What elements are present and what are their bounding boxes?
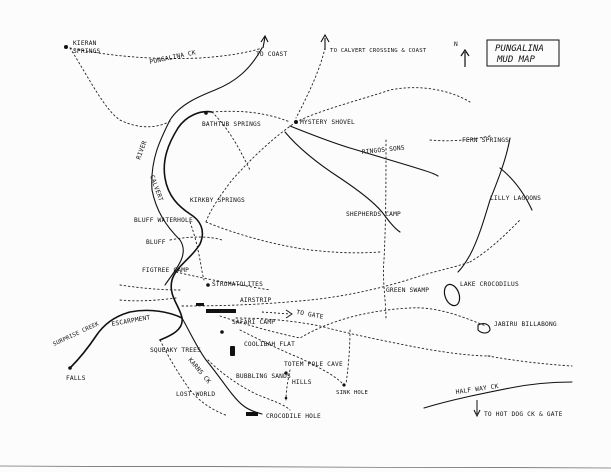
label-bubbling-sands: BUBBLING SANDS xyxy=(236,373,291,380)
place-markers xyxy=(64,45,346,400)
north-arrow-icon xyxy=(460,48,470,67)
label-squeaky-trees: SQUEAKY TREES xyxy=(150,347,201,354)
label-half-way-ck: HALF WAY CK xyxy=(455,383,499,396)
label-ringos-sons: RINGOS SONS xyxy=(361,145,405,156)
label-to-hot-dog: TO HOT DOG CK & GATE xyxy=(484,411,563,418)
label-lilly-lagoons: LILLY LAGOONS xyxy=(490,195,541,202)
label-sink-hole: SINK HOLE xyxy=(336,390,369,396)
lake-crocodilus-shape xyxy=(443,283,461,307)
river-south-branch xyxy=(181,317,263,415)
crocodile-hole-marker xyxy=(246,412,258,416)
label-mystery-shovel: MYSTERY SHOVEL xyxy=(300,119,355,126)
label-falls: FALLS xyxy=(66,375,86,382)
label-green-swamp: GREEN SWAMP xyxy=(386,287,429,294)
label-to-coast: TO COAST xyxy=(256,51,287,58)
label-kieran-springs-1: KIERAN xyxy=(73,40,97,47)
to-calvert-arrow-icon xyxy=(320,33,330,50)
to-hot-dog-arrow-icon xyxy=(473,400,481,418)
fern-springs-creek xyxy=(457,137,511,273)
label-bluff-waterhole: BLUFF WATERHOLE xyxy=(134,217,193,224)
label-jabiru-billabong: JABIRU BILLABONG xyxy=(494,321,557,328)
to-gate-arrow-icon xyxy=(261,309,293,319)
label-stromatolites: STROMATOLITES xyxy=(212,281,263,288)
label-bluff: BLUFF xyxy=(146,239,166,246)
label-to-calvert: TO CALVERT CROSSING & COAST xyxy=(330,48,427,54)
label-river: RIVER xyxy=(135,140,148,161)
calvert-river xyxy=(159,110,213,341)
label-kieran-springs: SPRINGS xyxy=(73,48,101,55)
river-west-branch xyxy=(69,309,183,369)
label-crocodile-hole: CROCODILE HOLE xyxy=(266,413,321,420)
jabiru-billabong-shape xyxy=(477,323,491,334)
half-way-creek xyxy=(423,381,573,409)
title-box xyxy=(486,39,560,67)
page-edge xyxy=(0,465,611,469)
label-bathtub-springs: BATHTUB SPRINGS xyxy=(202,121,261,128)
label-calvert: CALVERT xyxy=(148,174,164,202)
fern-springs-creek-branch xyxy=(499,167,533,211)
label-totem-pole-cave: TOTEM POLE CAVE xyxy=(284,361,343,368)
label-fern-springs: FERN SPRINGS xyxy=(462,137,509,144)
airstrip-shape xyxy=(206,309,236,313)
label-safari-camp: SAFARI CAMP xyxy=(232,319,275,326)
label-surprise-creek: SURPRISE CREEK xyxy=(52,321,100,348)
label-lost-world: LOST WORLD xyxy=(176,391,215,398)
shepherds-creek xyxy=(284,131,401,233)
ringos-creek xyxy=(289,125,439,177)
label-kirkby-springs: KIRKBY SPRINGS xyxy=(190,197,245,204)
tracks xyxy=(69,47,573,417)
coolibah-flat-marker xyxy=(230,346,235,356)
title-line-2: MUD MAP xyxy=(496,55,536,65)
to-coast-arrow-icon xyxy=(260,34,269,49)
north-label: N xyxy=(454,41,458,48)
label-pungalina-ck: PUNGALINA CK xyxy=(149,49,197,66)
label-figtree-camp: FIGTREE CAMP xyxy=(142,267,189,274)
label-coolibah-flat: COOLIBAH FLAT xyxy=(244,341,295,348)
pungalina-creek xyxy=(151,47,263,286)
label-karns-ck: KARNS CK xyxy=(186,357,212,386)
label-hills: HILLS xyxy=(292,379,312,386)
airstrip-end-shape xyxy=(196,303,204,306)
title-line-1: PUNGALINA xyxy=(495,44,544,54)
label-shepherds-camp: SHEPHERDS CAMP xyxy=(346,211,401,218)
label-lake-crocodilus: LAKE CROCODILUS xyxy=(460,281,519,288)
label-to-gate: TO GATE xyxy=(296,309,324,321)
label-airstrip: AIRSTRIP xyxy=(240,297,271,304)
